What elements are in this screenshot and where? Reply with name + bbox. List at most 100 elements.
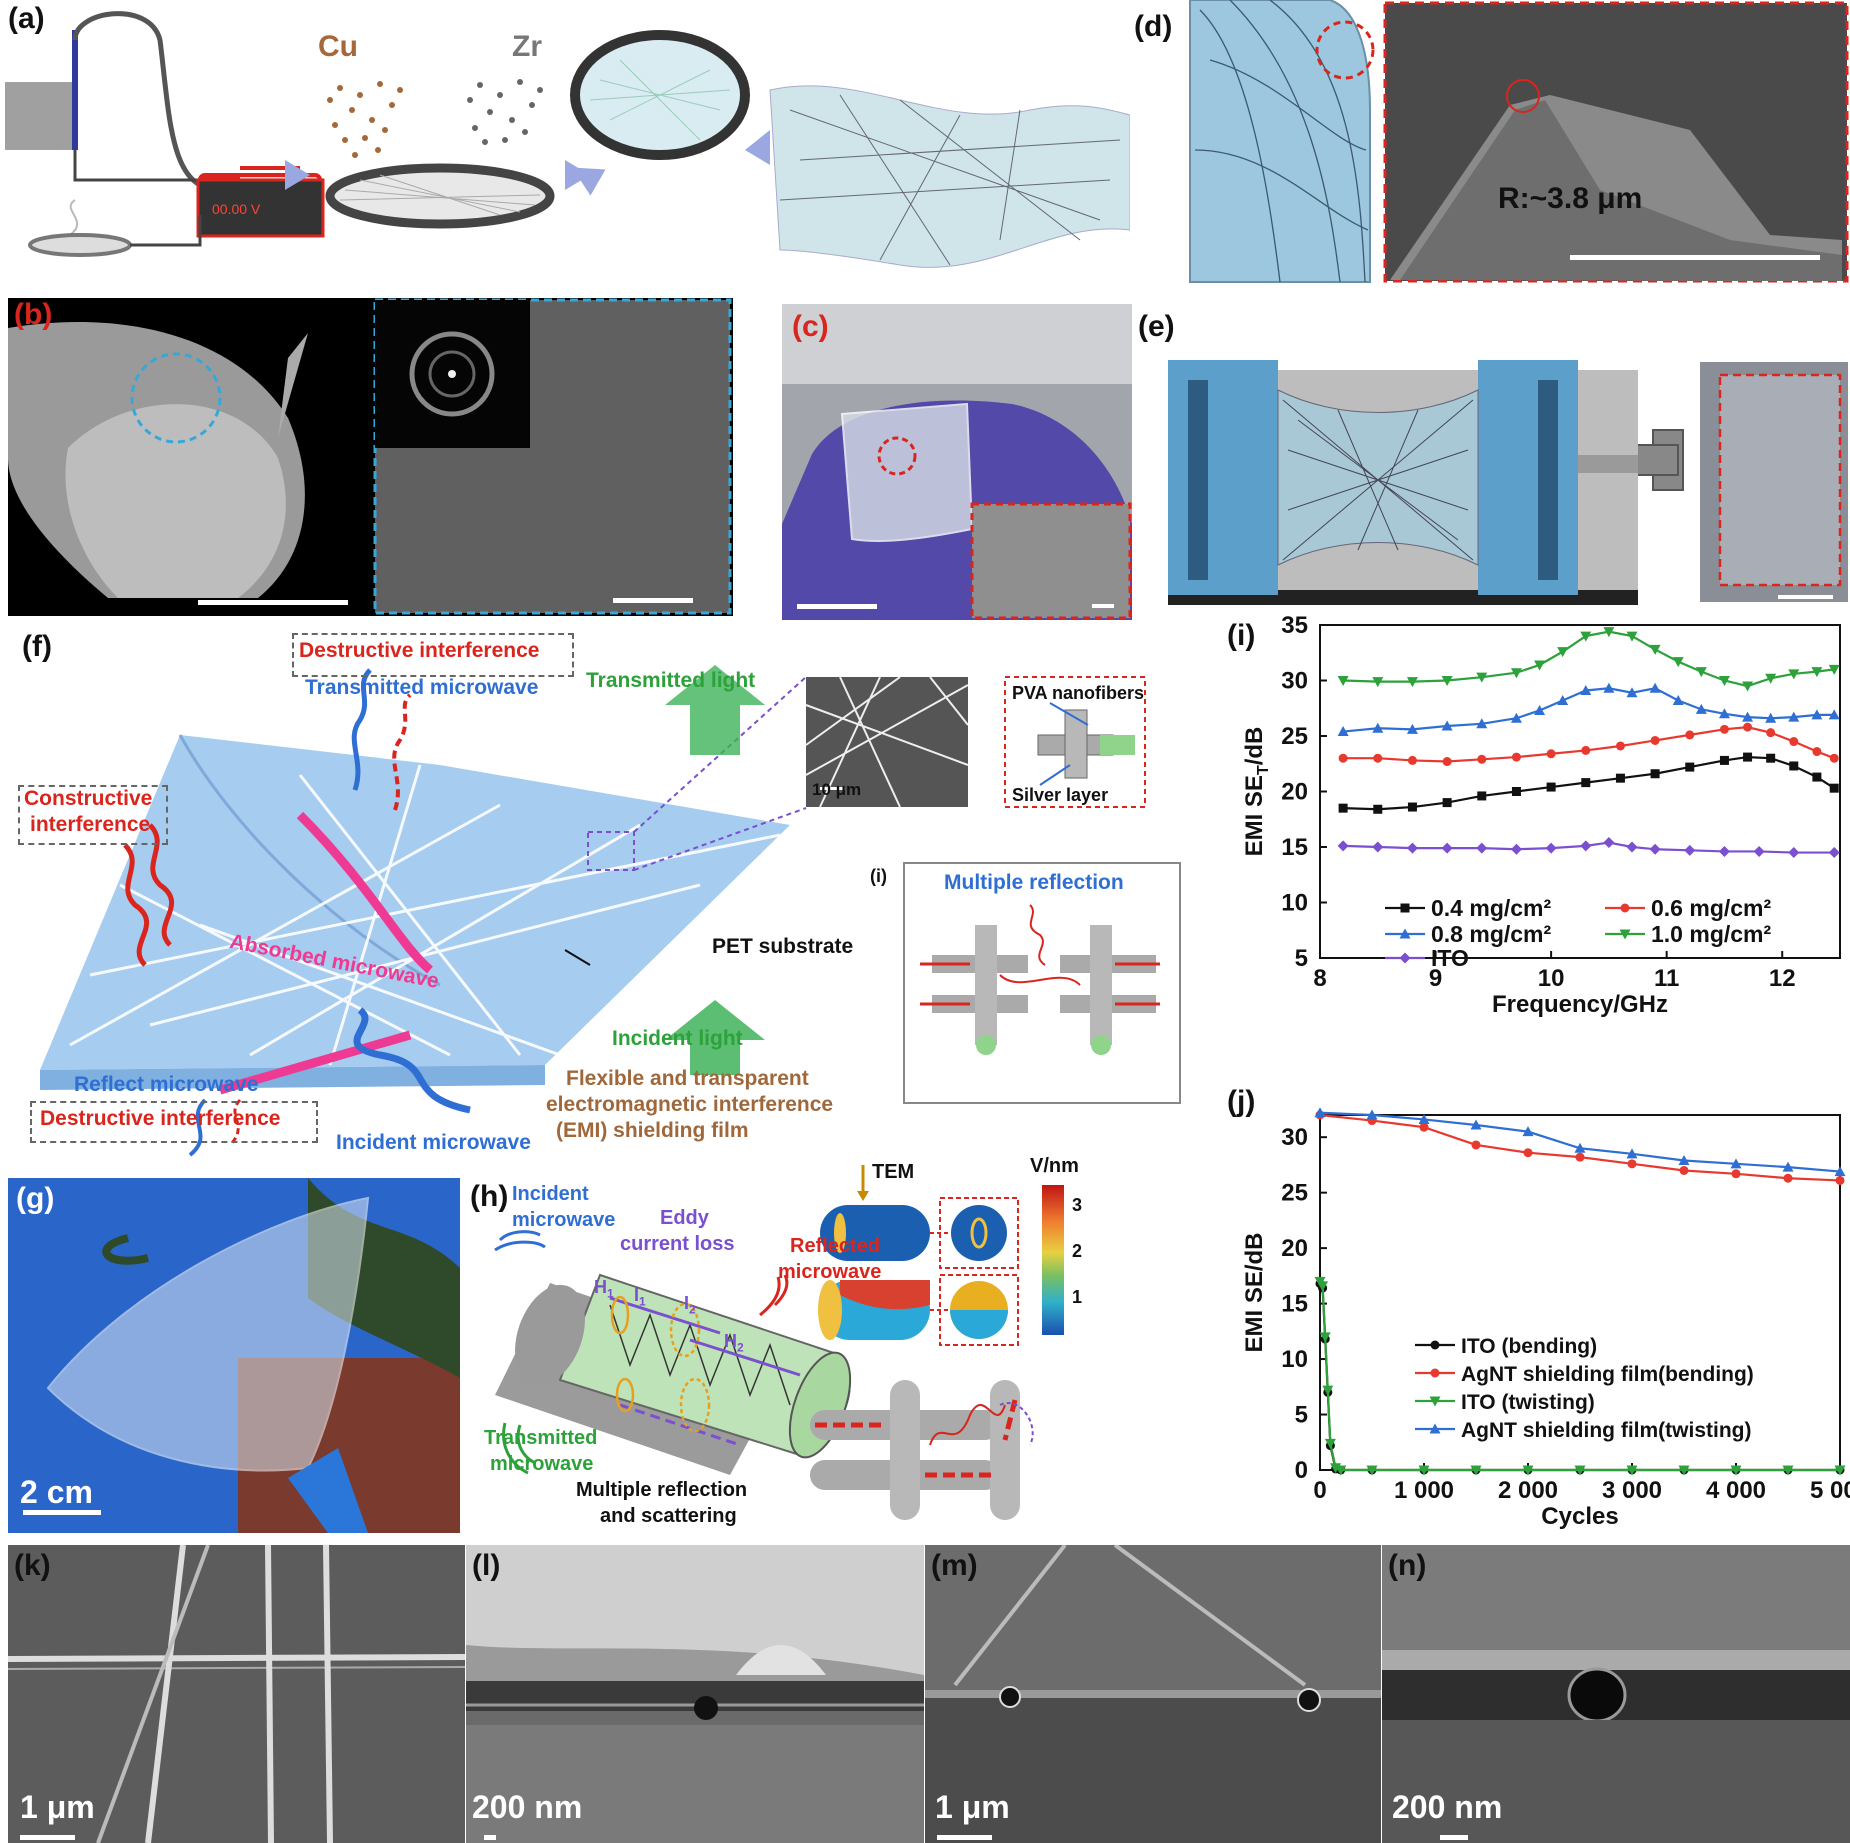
- series-2: [1337, 682, 1840, 737]
- data-point: [1441, 676, 1453, 686]
- data-point: [1695, 667, 1707, 678]
- legend-label: ITO (bending): [1461, 1335, 1597, 1358]
- data-point: [1730, 1465, 1742, 1476]
- panel-label-f: (f): [22, 630, 52, 663]
- panel-e-graphic: [1168, 360, 1848, 605]
- collector-block: [5, 82, 73, 150]
- plot-frame: [1319, 1114, 1841, 1471]
- panel-g-graphic: [8, 1178, 460, 1533]
- h-eddy-2: current loss: [620, 1233, 735, 1255]
- data-point: [1626, 841, 1638, 853]
- panel-label-e: (e): [1138, 310, 1175, 343]
- colorbar: [1042, 1185, 1064, 1335]
- data-point: [1719, 755, 1729, 765]
- data-point: [1476, 718, 1488, 729]
- y-tick-label: 10: [1281, 890, 1308, 917]
- panel-label-j: (j): [1227, 1085, 1256, 1118]
- data-point: [1418, 1465, 1430, 1476]
- data-point: [1766, 728, 1776, 738]
- data-point: [1476, 842, 1488, 854]
- incident-light-arrow: [665, 1000, 765, 1075]
- data-point: [1557, 647, 1569, 658]
- panel-label-b: (b): [14, 298, 53, 331]
- h-reflected-1: Reflected: [790, 1235, 881, 1257]
- destructive-bottom-label: Destructive interference: [40, 1107, 281, 1130]
- data-point: [1575, 1152, 1585, 1162]
- data-point: [1372, 841, 1384, 853]
- pva-label: PVA nanofibers: [1012, 683, 1145, 703]
- panel-label-a: (a): [8, 2, 45, 35]
- data-point: [1718, 845, 1730, 857]
- x-tick-label: 4 000: [1706, 1477, 1766, 1504]
- data-point: [1731, 1169, 1741, 1179]
- voltage-supply: [196, 178, 325, 238]
- scale-label-m: 1 μm: [935, 1789, 1010, 1825]
- x-tick-label: 0: [1313, 1477, 1326, 1504]
- data-point: [1684, 844, 1696, 856]
- data-point: [1407, 802, 1417, 812]
- data-point: [1615, 741, 1625, 751]
- legend-marker: [1620, 903, 1630, 913]
- panel-l-graphic: [466, 1545, 924, 1843]
- panel-h: (h): [460, 1155, 1230, 1540]
- free-standing-film: [769, 85, 1131, 268]
- h-h2: H2: [724, 1331, 744, 1355]
- data-point: [1373, 804, 1383, 814]
- y-tick-label: 20: [1281, 779, 1308, 806]
- data-point: [1627, 1159, 1637, 1169]
- series-3: [1337, 627, 1840, 692]
- data-point: [1419, 1122, 1429, 1132]
- data-point: [1523, 1148, 1533, 1158]
- data-point: [1719, 724, 1729, 734]
- legend-entry: AgNT shielding film(bending): [1415, 1363, 1754, 1386]
- h-tem: TEM: [872, 1161, 915, 1183]
- x-tick-label: 10: [1538, 965, 1565, 992]
- data-point: [1476, 672, 1488, 683]
- destructive-top-label: Destructive interference: [299, 639, 540, 662]
- legend-marker: [1429, 1396, 1441, 1407]
- data-point: [1522, 1126, 1534, 1137]
- h-cbar-tick-2: 2: [1072, 1241, 1083, 1261]
- legend-marker: [1430, 1340, 1440, 1350]
- data-point: [1789, 737, 1799, 747]
- data-point: [1338, 753, 1348, 763]
- data-point: [1678, 1154, 1690, 1165]
- x-tick-label: 8: [1313, 965, 1326, 992]
- panel-d: (d) R:~3.8 μm: [1130, 0, 1850, 290]
- scale-label-n: 200 nm: [1392, 1789, 1503, 1825]
- film-label-1: Flexible and transparent: [566, 1067, 809, 1090]
- scale-bar-d: [1570, 255, 1820, 260]
- x-tick-label: 3 000: [1602, 1477, 1662, 1504]
- data-point: [1534, 704, 1546, 715]
- data-point: [1545, 842, 1557, 854]
- data-point: [1788, 711, 1800, 722]
- data-point: [1718, 676, 1730, 686]
- data-point: [1649, 843, 1661, 855]
- cu-label: Cu: [318, 30, 358, 63]
- panel-label-d: (d): [1134, 10, 1173, 43]
- data-point: [1789, 761, 1799, 771]
- data-point: [1743, 722, 1753, 732]
- data-point: [1753, 845, 1765, 857]
- data-point: [1574, 1142, 1586, 1153]
- data-point: [1574, 1465, 1586, 1476]
- h-h1: H1: [594, 1277, 614, 1301]
- right-clamp: [1478, 360, 1578, 595]
- y-tick-label: 35: [1281, 615, 1308, 639]
- panel-n-graphic: [1382, 1545, 1850, 1843]
- x-tick-label: 9: [1429, 965, 1442, 992]
- transmitted-microwave-label: Transmitted microwave: [305, 676, 539, 699]
- data-point: [1534, 660, 1546, 671]
- panel-d-graphic: [1189, 0, 1849, 283]
- panel-label-m: (m): [931, 1549, 978, 1582]
- panel-e: (e): [1138, 310, 1850, 610]
- data-point: [1510, 712, 1522, 723]
- data-point: [1317, 1281, 1329, 1292]
- legend-label: 0.4 mg/cm²: [1431, 895, 1551, 921]
- legend-entry: 0.6 mg/cm²: [1605, 895, 1771, 921]
- radius-label: R:~3.8 μm: [1498, 182, 1643, 215]
- data-point: [1580, 840, 1592, 852]
- panel-b-graphic: [8, 298, 732, 615]
